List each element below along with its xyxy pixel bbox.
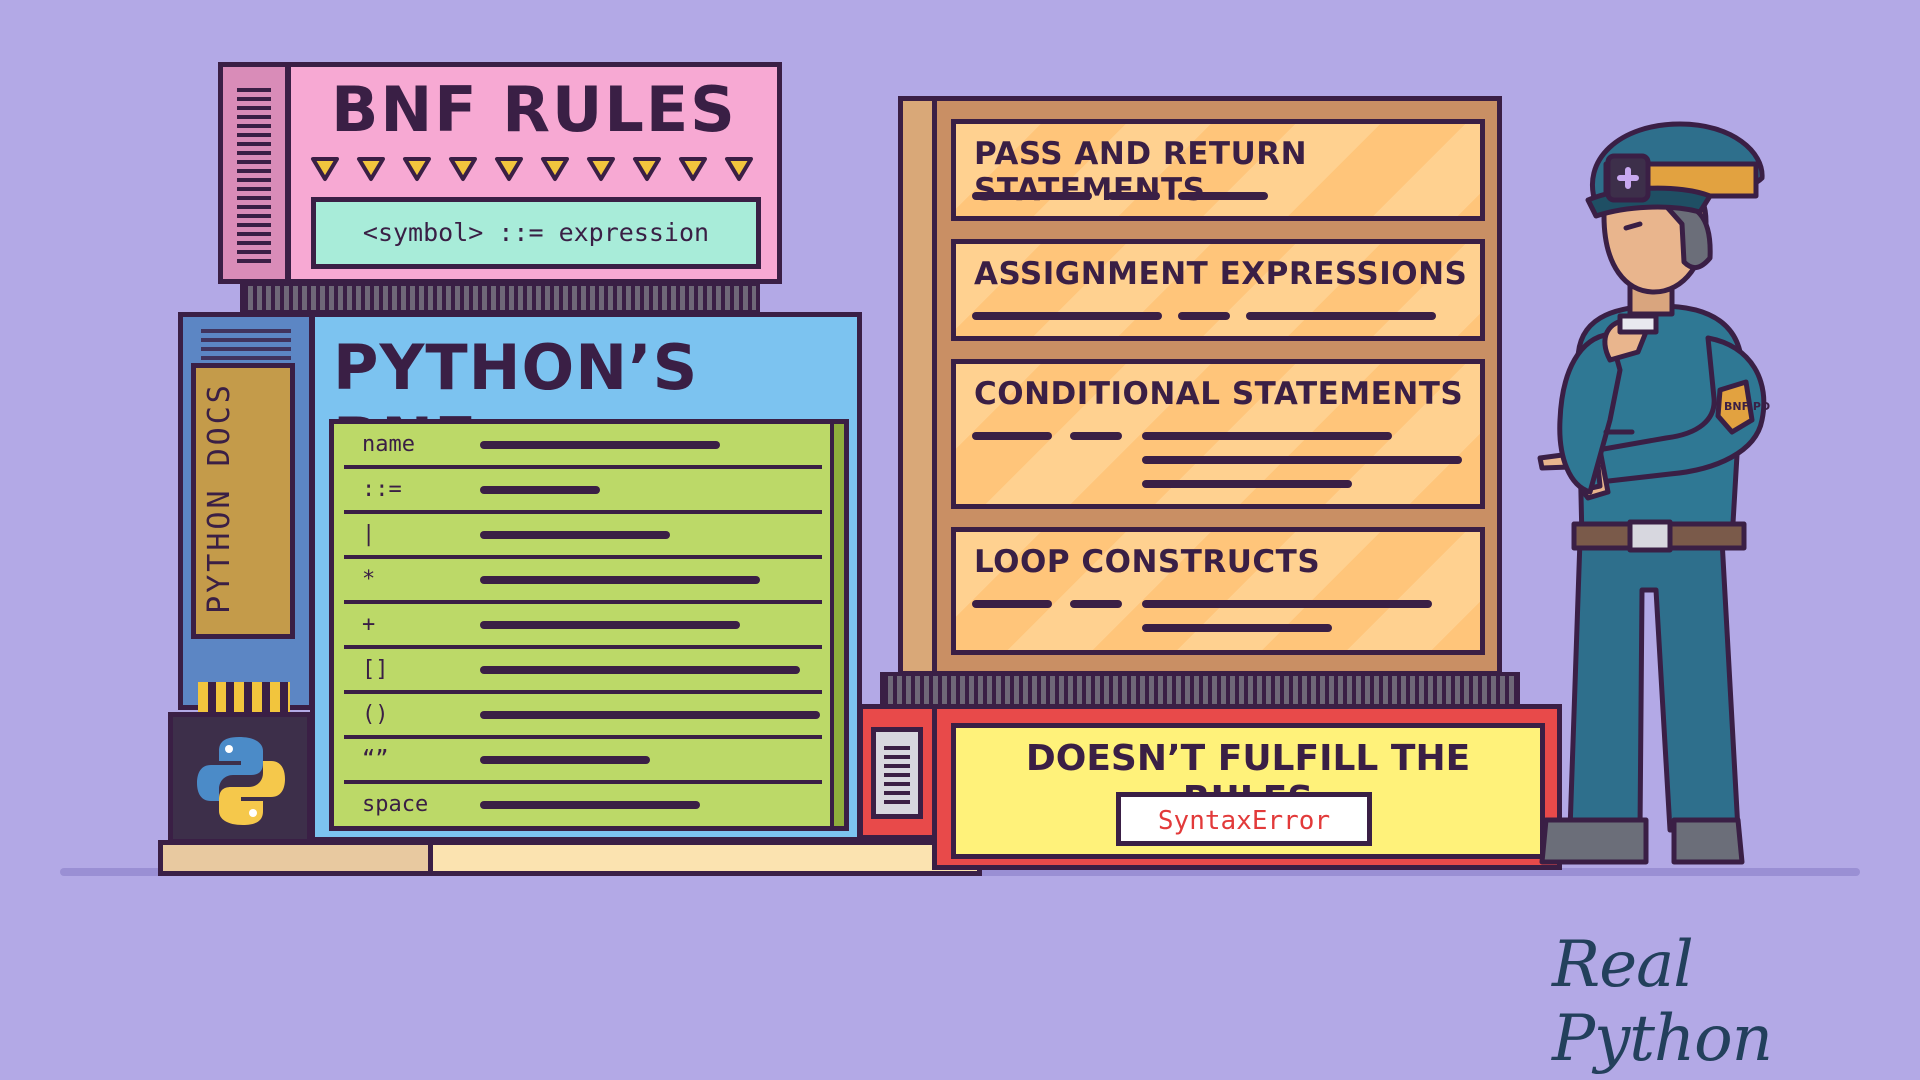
table-row: () — [344, 694, 822, 739]
error-panel: DOESN’T FULFILL THE RULES SyntaxError — [951, 723, 1545, 859]
syntax-error-text: SyntaxError — [1157, 806, 1331, 836]
bnf-rules-panel: BNF RULES <symbol> ::= expression — [286, 62, 782, 284]
statement-title: ASSIGNMENT EXPRESSIONS — [974, 256, 1468, 292]
table-row: [] — [344, 649, 822, 694]
python-logo-icon — [197, 737, 285, 825]
table-row: space — [344, 784, 822, 829]
statement-title: CONDITIONAL STATEMENTS — [974, 376, 1464, 412]
police-officer-illustration: BNF PD — [1537, 121, 1770, 865]
bnf-symbol: “” — [362, 747, 389, 772]
statements-grille — [880, 672, 1520, 708]
real-python-logo: Real Python — [1552, 928, 1773, 1076]
bnf-symbol: space — [362, 792, 429, 817]
table-row: | — [344, 514, 822, 559]
bnf-rules-side-vent — [218, 62, 290, 284]
syntax-error-badge: SyntaxError — [1116, 792, 1372, 846]
python-docs-label: PYTHON DOCS — [202, 382, 237, 614]
statements-board: PASS AND RETURN STATEMENTS ASSIGNMENT EX… — [932, 96, 1502, 676]
table-row: * — [344, 559, 822, 604]
bnf-rules-title: BNF RULES — [331, 73, 737, 146]
connector-grille — [240, 282, 760, 314]
statement-title: PASS AND RETURN STATEMENTS — [974, 136, 1308, 208]
table-row: name — [344, 424, 822, 469]
statement-card-pass-return: PASS AND RETURN STATEMENTS — [951, 119, 1485, 221]
bnf-symbol: [] — [362, 657, 389, 682]
statement-card-loop: LOOP CONSTRUCTS — [951, 527, 1485, 655]
statement-card-conditional: CONDITIONAL STATEMENTS — [951, 359, 1485, 509]
table-row: + — [344, 604, 822, 649]
connector-pins — [198, 682, 290, 714]
bnf-symbol: + — [362, 612, 376, 637]
error-panel-connector — [858, 704, 938, 840]
triangle-row-decoration — [311, 157, 753, 181]
python-bnf-panel: PYTHON’S BNF name ::= | * + [] () — [310, 312, 862, 842]
statement-title: LOOP CONSTRUCTS — [974, 544, 1321, 580]
bnf-symbol: ::= — [362, 477, 402, 502]
base-platform-middle — [428, 840, 982, 876]
bnf-symbols-table: name ::= | * + [] () “” — [329, 419, 849, 831]
base-platform-left — [158, 840, 434, 876]
python-docs-book: PYTHON DOCS — [178, 312, 314, 710]
bnf-symbol: * — [362, 567, 376, 592]
error-panel-frame: DOESN’T FULFILL THE RULES SyntaxError — [932, 704, 1562, 870]
bnf-syntax-box: <symbol> ::= expression — [311, 197, 761, 269]
officer-badge-text: BNF PD — [1724, 400, 1770, 413]
bnf-symbol: name — [362, 432, 415, 457]
python-docs-spine: PYTHON DOCS — [191, 363, 295, 639]
table-row: “” — [344, 739, 822, 784]
python-logo-chip — [168, 712, 312, 844]
statement-card-assignment: ASSIGNMENT EXPRESSIONS — [951, 239, 1485, 341]
table-row: ::= — [344, 469, 822, 514]
bnf-symbol: | — [362, 522, 376, 547]
bnf-symbol: () — [362, 702, 389, 727]
bnf-syntax-text: <symbol> ::= expression — [362, 218, 710, 247]
